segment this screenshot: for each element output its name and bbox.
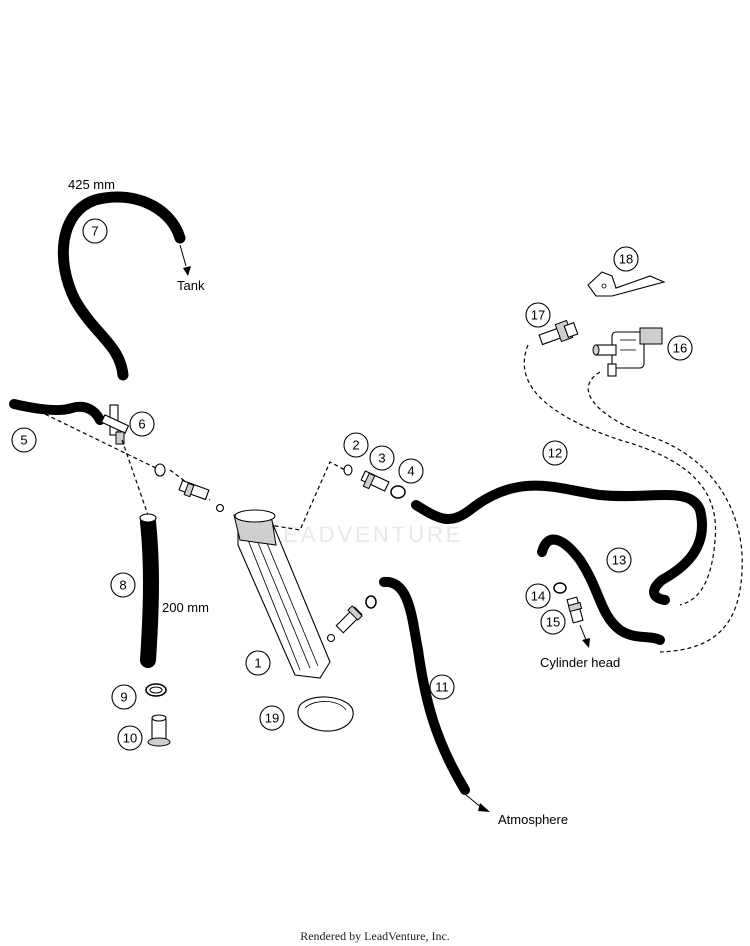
canister-1 [233,509,331,679]
hose-12 [411,480,707,605]
fitting-3 [360,470,390,492]
callout-9: 9 [111,684,137,710]
callout-4: 4 [398,458,424,484]
callout-2: 2 [343,432,369,458]
label-425mm: 425 mm [68,177,115,192]
svg-text:15: 15 [546,615,560,630]
leader-17-route [523,344,717,606]
atmosphere-arrow-head [478,803,490,812]
label-tank: Tank [177,278,205,293]
washer-2 [343,464,353,476]
fitting-15 [566,596,584,624]
plug-10 [147,714,171,747]
t-fitting-6 [100,404,130,445]
clamp-14 [553,582,567,594]
cyl-arrow-line [579,624,587,641]
callout-10: 10 [117,725,143,751]
callout-6: 6 [129,411,155,437]
svg-text:4: 4 [407,464,414,479]
callout-13: 13 [606,547,632,573]
callout-17: 17 [525,302,551,328]
svg-text:19: 19 [265,711,279,726]
o-ring-inlet [215,503,225,513]
leader-5-filter [19,401,161,471]
svg-text:13: 13 [612,553,626,568]
svg-text:7: 7 [91,224,98,239]
clamp-9 [145,683,167,697]
hose-8 [139,513,159,668]
hose-7 [57,191,186,381]
hose-5 [9,399,105,425]
svg-text:14: 14 [531,589,545,604]
svg-text:5: 5 [20,433,27,448]
label-atmosphere: Atmosphere [498,812,568,827]
svg-text:16: 16 [673,341,687,356]
callout-14: 14 [525,583,551,609]
svg-text:2: 2 [352,438,359,453]
footer-credit: Rendered by LeadVenture, Inc. [300,929,450,943]
svg-text:12: 12 [548,446,562,461]
cover-19 [297,696,354,732]
svg-text:10: 10 [123,731,137,746]
tank-arrow-head [183,266,191,276]
callout-19: 19 [259,705,285,731]
callout-16: 16 [667,335,693,361]
svg-text:17: 17 [531,308,545,323]
callout-8: 8 [110,572,136,598]
callout-15: 15 [540,609,566,635]
callout-7: 7 [82,218,108,244]
clamp-outlet [365,595,377,609]
valve-16 [592,327,663,377]
callout-1: 1 [245,650,271,676]
watermark-text: LEADVENTURE [268,522,464,547]
callout-11: 11 [429,674,455,700]
cyl-arrow-head [582,638,590,648]
callout-5: 5 [11,427,37,453]
svg-text:11: 11 [435,680,449,695]
svg-text:18: 18 [619,252,633,267]
clamp-4 [390,485,406,499]
svg-text:9: 9 [120,690,127,705]
clamp-small [154,463,166,477]
leader-16-route [587,371,743,653]
svg-text:1: 1 [254,656,261,671]
fitting-inlet [178,479,210,501]
hose-13 [537,534,665,645]
leader-6-8 [121,439,149,516]
svg-text:6: 6 [138,417,145,432]
bracket-18 [587,271,666,297]
svg-text:3: 3 [378,451,385,466]
callout-12: 12 [542,440,568,466]
callout-18: 18 [613,246,639,272]
fitting-17 [538,319,579,346]
label-cylinder-head: Cylinder head [540,655,620,670]
svg-text:8: 8 [119,578,126,593]
label-200mm: 200 mm [162,600,209,615]
fitting-canister-outlet [335,605,363,634]
o-ring-outlet [326,633,336,643]
hose-11 [379,577,470,795]
callout-3: 3 [369,445,395,471]
tank-arrow-line [179,244,187,267]
